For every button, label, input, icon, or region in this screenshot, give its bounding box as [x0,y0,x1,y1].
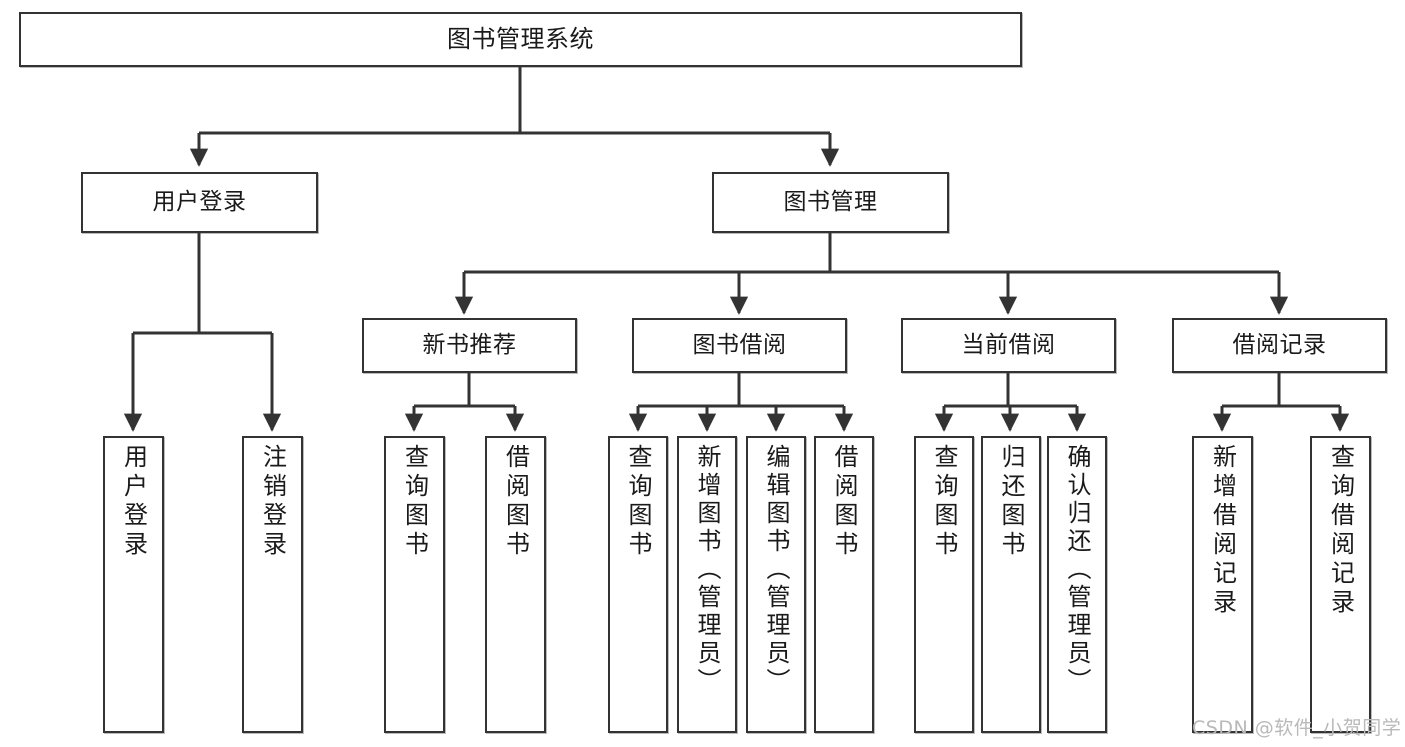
node-label: 查询借阅记录 [1326,444,1355,618]
node-leaf-return-book[interactable]: 归还图书 [981,436,1041,733]
node-root-book-management-system[interactable]: 图书管理系统 [19,12,1022,67]
node-label: 借阅图书 [501,444,530,560]
node-leaf-edit-book[interactable]: 编辑图书（管理员） [746,436,806,733]
node-leaf-query-book-3[interactable]: 查询图书 [914,436,974,733]
node-label: 图书管理系统 [447,25,594,54]
node-label: 用户登录 [152,188,247,215]
node-label: 新增图书（管理员） [693,444,721,696]
node-label: 当前借阅 [961,331,1056,358]
node-user-login[interactable]: 用户登录 [81,172,318,233]
node-borrow-record[interactable]: 借阅记录 [1172,318,1387,373]
node-label: 借阅记录 [1232,331,1327,358]
node-leaf-user-login[interactable]: 用户登录 [103,436,164,733]
node-book-management[interactable]: 图书管理 [712,172,949,233]
node-label: 查询图书 [930,444,958,560]
node-label: 新书推荐 [422,331,517,358]
node-label: 查询图书 [400,444,429,560]
node-label: 编辑图书（管理员） [762,444,790,696]
node-current-borrow[interactable]: 当前借阅 [901,318,1116,373]
node-book-borrow[interactable]: 图书借阅 [632,318,847,373]
node-leaf-borrow-book-1[interactable]: 借阅图书 [485,436,546,733]
node-label: 用户登录 [119,444,148,560]
node-leaf-borrow-book-2[interactable]: 借阅图书 [814,436,874,733]
node-label: 图书借阅 [692,331,787,358]
node-label: 注销登录 [258,444,287,560]
node-label: 确认归还（管理员） [1063,444,1091,696]
node-leaf-add-book[interactable]: 新增图书（管理员） [677,436,737,733]
node-new-book-recommend[interactable]: 新书推荐 [362,318,577,373]
node-label: 借阅图书 [830,444,858,560]
csdn-watermark: CSDN @软件_小贺同学 [1192,717,1402,739]
node-leaf-logout[interactable]: 注销登录 [242,436,303,733]
node-label: 图书管理 [783,188,878,215]
node-leaf-add-record[interactable]: 新增借阅记录 [1192,436,1253,733]
node-leaf-query-record[interactable]: 查询借阅记录 [1310,436,1371,733]
node-label: 归还图书 [997,444,1025,560]
node-leaf-query-book-1[interactable]: 查询图书 [384,436,445,733]
node-leaf-query-book-2[interactable]: 查询图书 [608,436,668,733]
node-label: 查询图书 [624,444,652,560]
node-leaf-confirm-return[interactable]: 确认归还（管理员） [1047,436,1107,733]
node-label: 新增借阅记录 [1208,444,1237,618]
